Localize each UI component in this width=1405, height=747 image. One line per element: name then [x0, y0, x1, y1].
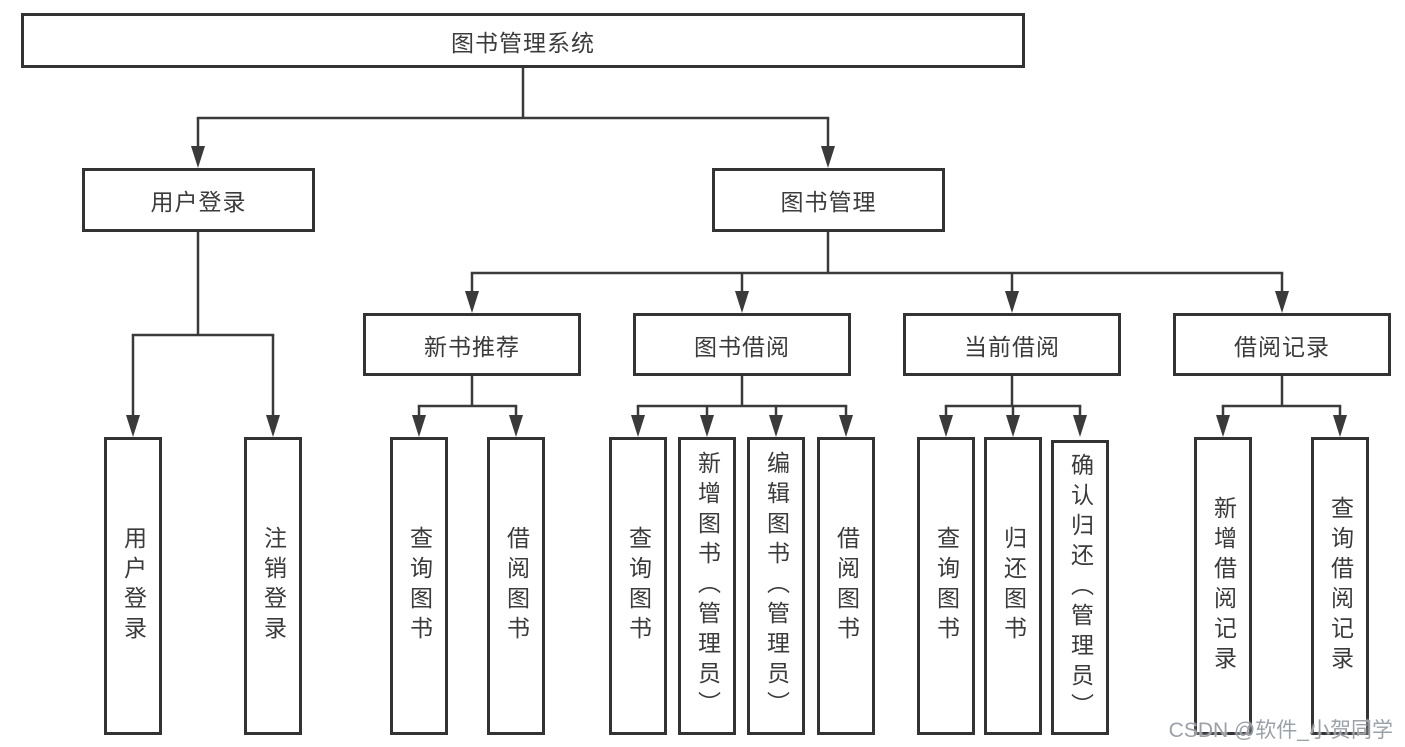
leaf-logout-label: 注销登录: [260, 526, 287, 646]
leaf-query-borrow-record-label: 查询借阅记录: [1327, 496, 1354, 676]
node-current-borrow: 当前借阅: [903, 313, 1121, 376]
leaf-query-book-borrow: 查询图书: [609, 437, 667, 735]
leaf-borrow-book-recommend-label: 借阅图书: [503, 526, 530, 646]
node-borrow-record-label: 借阅记录: [1234, 333, 1330, 360]
leaf-user-login-label: 用户登录: [120, 526, 147, 646]
node-book-borrow-label: 图书借阅: [694, 333, 790, 360]
leaf-query-book-current-label: 查询图书: [933, 526, 960, 646]
node-book-management-label: 图书管理: [780, 189, 877, 215]
leaf-borrow-book: 借阅图书: [817, 437, 875, 735]
leaf-query-book-recommend: 查询图书: [390, 437, 448, 735]
leaf-edit-book-admin-label: 编辑图书（管理员）: [763, 451, 790, 721]
leaf-borrow-book-recommend: 借阅图书: [487, 437, 545, 735]
leaf-add-book-admin-label: 新增图书（管理员）: [694, 451, 721, 721]
node-borrow-record: 借阅记录: [1173, 313, 1391, 376]
leaf-return-book: 归还图书: [984, 437, 1042, 735]
leaf-edit-book-admin: 编辑图书（管理员）: [747, 437, 805, 735]
leaf-confirm-return-admin-label: 确认归还（管理员）: [1067, 452, 1094, 723]
node-user-login: 用户登录: [82, 168, 315, 232]
node-book-borrow: 图书借阅: [633, 313, 851, 376]
leaf-add-borrow-record: 新增借阅记录: [1194, 437, 1252, 735]
leaf-add-borrow-record-label: 新增借阅记录: [1210, 496, 1237, 676]
node-root: 图书管理系统: [21, 13, 1025, 68]
node-new-book-recommend: 新书推荐: [363, 313, 581, 376]
leaf-query-book-current: 查询图书: [917, 437, 975, 735]
leaf-confirm-return-admin: 确认归还（管理员）: [1051, 440, 1109, 735]
node-new-book-recommend-label: 新书推荐: [424, 333, 520, 360]
node-root-label: 图书管理系统: [451, 29, 595, 56]
leaf-query-book-recommend-label: 查询图书: [406, 526, 433, 646]
node-book-management: 图书管理: [712, 168, 945, 232]
leaf-logout: 注销登录: [244, 437, 302, 735]
leaf-query-book-borrow-label: 查询图书: [625, 526, 652, 646]
leaf-borrow-book-label: 借阅图书: [833, 526, 860, 646]
leaf-user-login: 用户登录: [104, 437, 162, 735]
leaf-return-book-label: 归还图书: [1000, 526, 1027, 646]
node-current-borrow-label: 当前借阅: [964, 333, 1060, 360]
leaf-add-book-admin: 新增图书（管理员）: [678, 437, 736, 735]
leaf-query-borrow-record: 查询借阅记录: [1311, 437, 1369, 735]
node-user-login-label: 用户登录: [150, 189, 247, 215]
csdn-watermark: CSDN @软件_小贺同学: [1168, 719, 1393, 742]
